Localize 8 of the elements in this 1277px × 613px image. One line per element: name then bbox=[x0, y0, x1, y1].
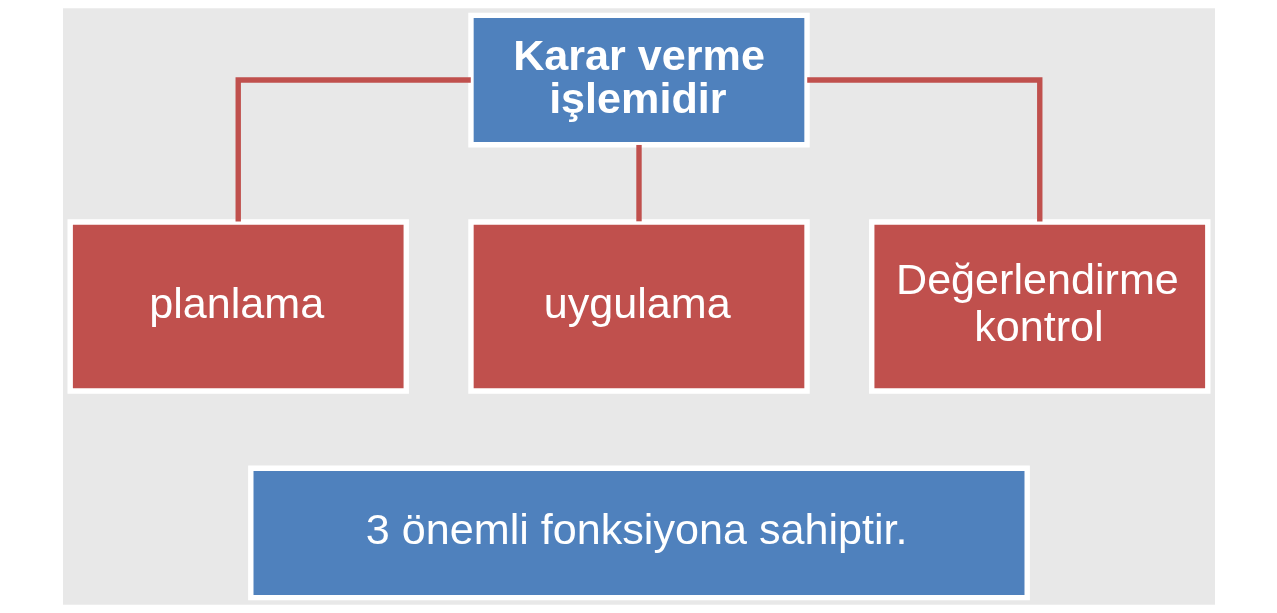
connector bbox=[235, 77, 471, 222]
node-box: Değerlendirme kontrol bbox=[868, 219, 1210, 394]
node-box: Karar verme işlemidir bbox=[467, 12, 810, 148]
connector bbox=[635, 144, 642, 222]
connector bbox=[806, 77, 1042, 222]
node-box: uygulama bbox=[467, 219, 810, 394]
node-box: planlama bbox=[67, 219, 409, 394]
node-box: 3 önemli fonksiyona sahiptir. bbox=[247, 465, 1030, 601]
